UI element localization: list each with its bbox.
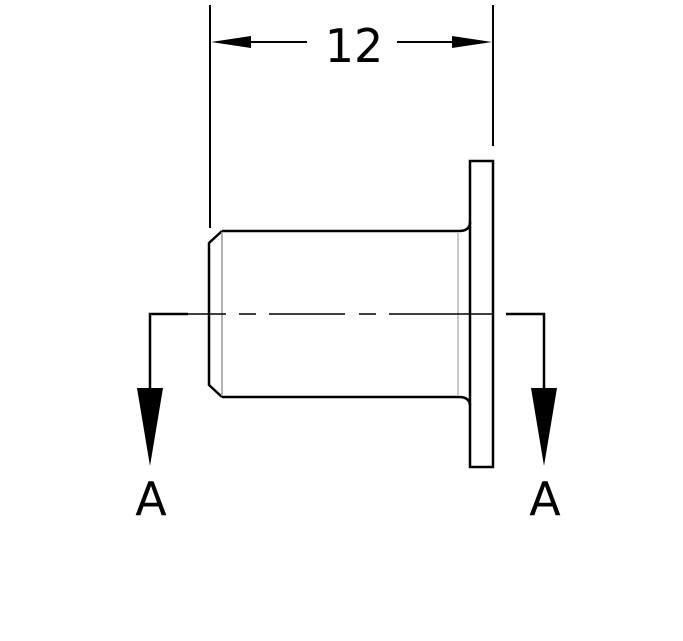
- dimension-line: [211, 36, 492, 48]
- dimension-arrow-left: [211, 36, 251, 48]
- dimension-arrow-right: [452, 36, 492, 48]
- section-label-left: A: [135, 472, 167, 526]
- section-arrow-right: [531, 388, 557, 466]
- section-line: [137, 312, 557, 466]
- dimension-value: 12: [325, 19, 384, 73]
- section-label-right: A: [529, 472, 561, 526]
- section-arrow-left: [137, 388, 163, 466]
